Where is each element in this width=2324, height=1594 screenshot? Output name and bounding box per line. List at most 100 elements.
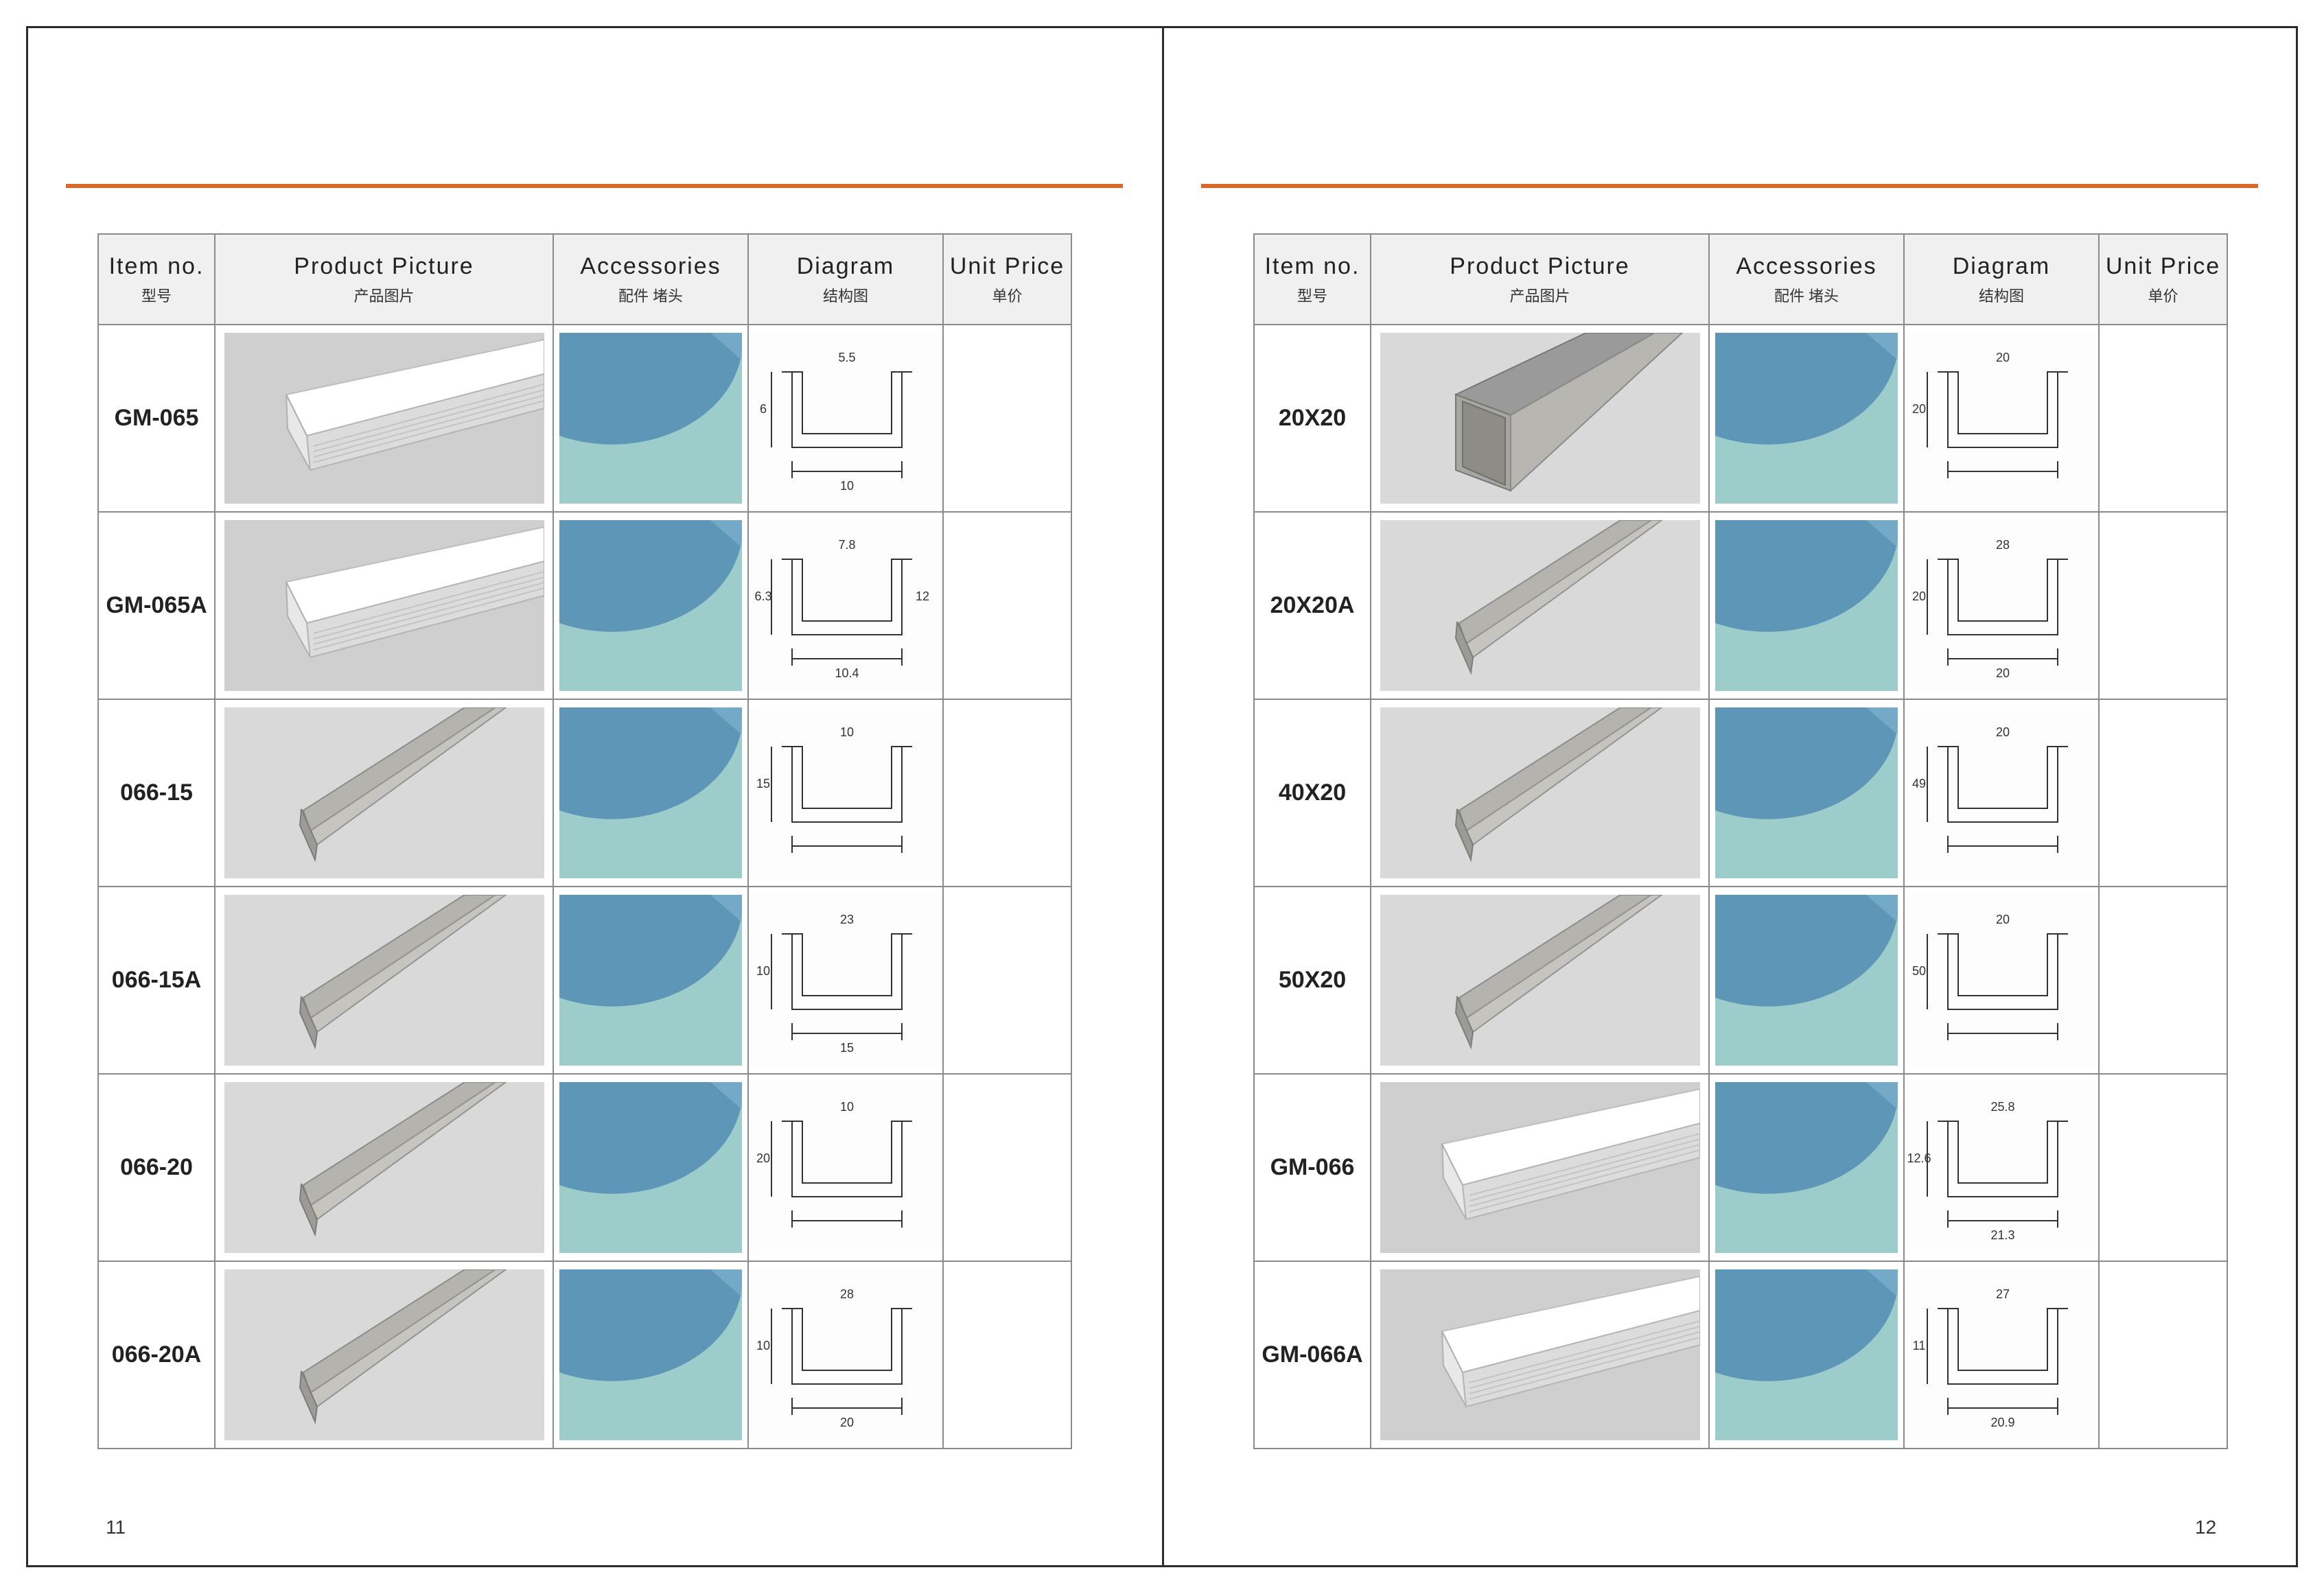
item-number: GM-065: [114, 405, 199, 431]
page-number-left: 11: [106, 1516, 126, 1538]
dimension-label: 20.9: [1990, 1416, 2014, 1429]
cell-unit-price: [942, 699, 1072, 887]
product-photo: [224, 1269, 544, 1440]
dimension-label: 20: [1996, 351, 2010, 364]
cross-section-diagram: 10 15: [756, 725, 912, 853]
cell-accessories: [553, 324, 749, 513]
accessory-image: [559, 1269, 742, 1440]
cell-product-picture: [1370, 886, 1710, 1075]
dimension-label: 6: [760, 402, 767, 416]
cell-accessories: [1708, 699, 1905, 887]
accessory-end-cap-illustration: [1715, 895, 1898, 1066]
dimension-label: 21.3: [1990, 1228, 2014, 1242]
dimension-label: 10: [840, 1100, 854, 1114]
dimension-label: 25.8: [1990, 1100, 2014, 1114]
dimension-label: 10: [840, 725, 854, 739]
header-item-no: Item no.型号: [97, 233, 216, 325]
accessory-image: [559, 520, 742, 691]
cell-accessories: [1708, 886, 1905, 1075]
profile-photo-illustration: [1454, 895, 1663, 1050]
item-number: 40X20: [1278, 780, 1347, 806]
cell-item-no: GM-065: [97, 324, 216, 513]
accessory-image: [559, 895, 742, 1066]
cell-item-no: GM-066A: [1253, 1261, 1371, 1449]
dimension-label: 7.8: [838, 538, 855, 552]
accessory-end-cap-illustration: [1715, 1082, 1898, 1253]
cell-unit-price: [942, 511, 1072, 700]
cell-product-picture: [1370, 324, 1710, 513]
cell-unit-price: [2098, 1261, 2228, 1449]
cell-product-picture: [1370, 699, 1710, 887]
cell-accessories: [1708, 511, 1905, 700]
cell-accessories: [553, 699, 749, 887]
accessory-image: [1715, 707, 1898, 878]
cell-item-no: 20X20A: [1253, 511, 1371, 700]
dimension-label: 15: [756, 777, 770, 790]
dimension-label: 20: [1912, 589, 1926, 603]
product-photo: [1380, 520, 1700, 691]
accessory-end-cap-illustration: [1715, 333, 1898, 504]
accessory-image: [1715, 333, 1898, 504]
accessory-image: [559, 333, 742, 504]
cross-section-diagram: 7.86.310.412: [754, 538, 929, 680]
header-item-no: Item no.型号: [1253, 233, 1371, 325]
product-photo: [224, 520, 544, 691]
profile-photo-illustration: [1454, 520, 1663, 675]
cell-accessories: [1708, 324, 1905, 513]
product-photo: [224, 1082, 544, 1253]
cell-product-picture: [1370, 511, 1710, 700]
dimension-label: 20: [1996, 725, 2010, 739]
dimension-label: 28: [840, 1287, 854, 1301]
dimension-label: 20: [1912, 402, 1926, 416]
accessory-end-cap-illustration: [1715, 1269, 1898, 1440]
accessory-end-cap-illustration: [559, 1269, 742, 1440]
cross-section-diagram: 25.812.621.3: [1907, 1100, 2068, 1242]
dimension-label: 12: [916, 589, 929, 603]
diagram-image: 10 15: [751, 705, 940, 880]
accessory-image: [1715, 895, 1898, 1066]
cell-item-no: GM-066: [1253, 1073, 1371, 1262]
cell-accessories: [553, 886, 749, 1075]
accessory-image: [1715, 1082, 1898, 1253]
accessory-end-cap-illustration: [559, 707, 742, 878]
cell-item-no: 066-15: [97, 699, 216, 887]
cell-item-no: 40X20: [1253, 699, 1371, 887]
cell-product-picture: [214, 1261, 554, 1449]
cell-item-no: 066-20: [97, 1073, 216, 1262]
dimension-label: 20: [840, 1416, 854, 1429]
item-number: 066-15A: [111, 967, 202, 993]
item-number: 50X20: [1278, 967, 1347, 993]
table-row: 066-15 10 15: [97, 699, 1072, 887]
